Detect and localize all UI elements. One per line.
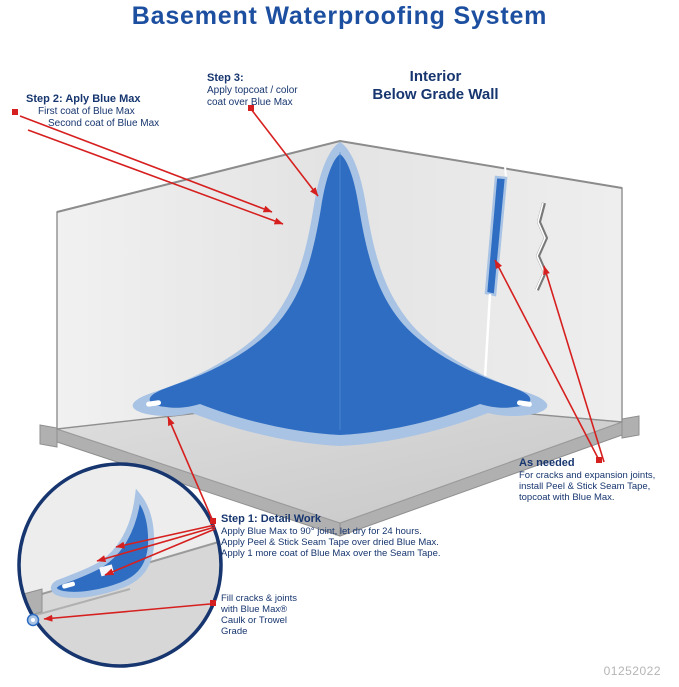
page-title: Basement Waterproofing System: [131, 2, 548, 30]
annotation-dot: [210, 518, 216, 524]
fill-note-label: Fill cracks & joints with Blue Max® Caul…: [221, 593, 331, 637]
pointer-line-inset-3: [104, 528, 216, 576]
step2-line: Second coat of Blue Max: [48, 117, 160, 129]
as-needed-label: As needed For cracks and expansion joint…: [519, 457, 669, 503]
step1-heading: Step 1: Detail Work: [221, 513, 322, 525]
interior-wall-label: Interior Below Grade Wall: [348, 68, 523, 104]
pointer-line-inset-2: [96, 526, 216, 563]
step1-line: Apply Peel & Stick Seam Tape over dried …: [221, 537, 439, 548]
as-needed-line: topcoat with Blue Max.: [519, 492, 615, 503]
doc-code: 01252022: [603, 664, 661, 678]
pointer-line-joint-foot: [167, 416, 213, 520]
footing-stub-right: [621, 415, 640, 439]
fill-note-line: Grade: [221, 626, 248, 637]
fill-note-line: Caulk or Trowel: [221, 615, 287, 626]
caulk-notch-right: [516, 400, 532, 407]
step1-line: Apply 1 more coat of Blue Max over the S…: [221, 548, 441, 559]
pointer-line-topcoat: [250, 108, 319, 197]
inset-slab-edge: [20, 588, 131, 621]
as-needed-line: For cracks and expansion joints,: [519, 470, 656, 481]
annotation-dot: [248, 105, 254, 111]
pointer-line-tape-crack: [494, 259, 600, 461]
step3-line: Apply topcoat / color: [207, 85, 298, 96]
pointer-line-first-coat: [19, 115, 273, 213]
inset-border: [17, 462, 223, 668]
interior-line: Below Grade Wall: [372, 86, 499, 103]
step2-label: Step 2: Aply Blue Max First coat of Blue…: [26, 93, 159, 129]
fill-note-line: with Blue Max®: [221, 604, 288, 615]
caulk-notch-left: [146, 400, 162, 407]
as-needed-heading: As needed: [519, 457, 575, 469]
step3-heading: Step 3:: [207, 72, 244, 84]
pointer-line-inset-1: [115, 524, 216, 549]
pointer-line-caulk: [43, 603, 211, 622]
pointer-line-second-coat: [27, 129, 284, 225]
step1-line: Apply Blue Max to 90° joint, let dry for…: [221, 526, 422, 537]
zigzag-crack-highlight: [535, 202, 546, 291]
inset-caulk-notch: [62, 581, 75, 589]
step2-heading: Step 2: Aply Blue Max: [26, 93, 141, 105]
fill-note-line: Fill cracks & joints: [221, 593, 298, 604]
annotations: [12, 105, 605, 622]
step3-line: coat over Blue Max: [207, 96, 293, 108]
step3-label: Step 3: Apply topcoat / color coat over …: [207, 72, 298, 108]
interior-line: Interior: [409, 68, 462, 85]
footing-stub-left: [39, 424, 58, 448]
inset-wall: [20, 465, 220, 601]
crack-above-tape: [504, 165, 507, 179]
as-needed-line: install Peel & Stick Seam Tape,: [519, 481, 651, 492]
annotation-dot: [12, 109, 18, 115]
detail-inset: [17, 462, 223, 668]
annotation-dot: [210, 600, 216, 606]
step1-label: Step 1: Detail Work Apply Blue Max to 90…: [221, 513, 471, 559]
caulk-dot-center: [31, 618, 35, 622]
pointer-line-zigzag-crack: [543, 265, 605, 463]
step2-line: First coat of Blue Max: [38, 106, 135, 117]
seam-tape-strip: [484, 175, 508, 297]
